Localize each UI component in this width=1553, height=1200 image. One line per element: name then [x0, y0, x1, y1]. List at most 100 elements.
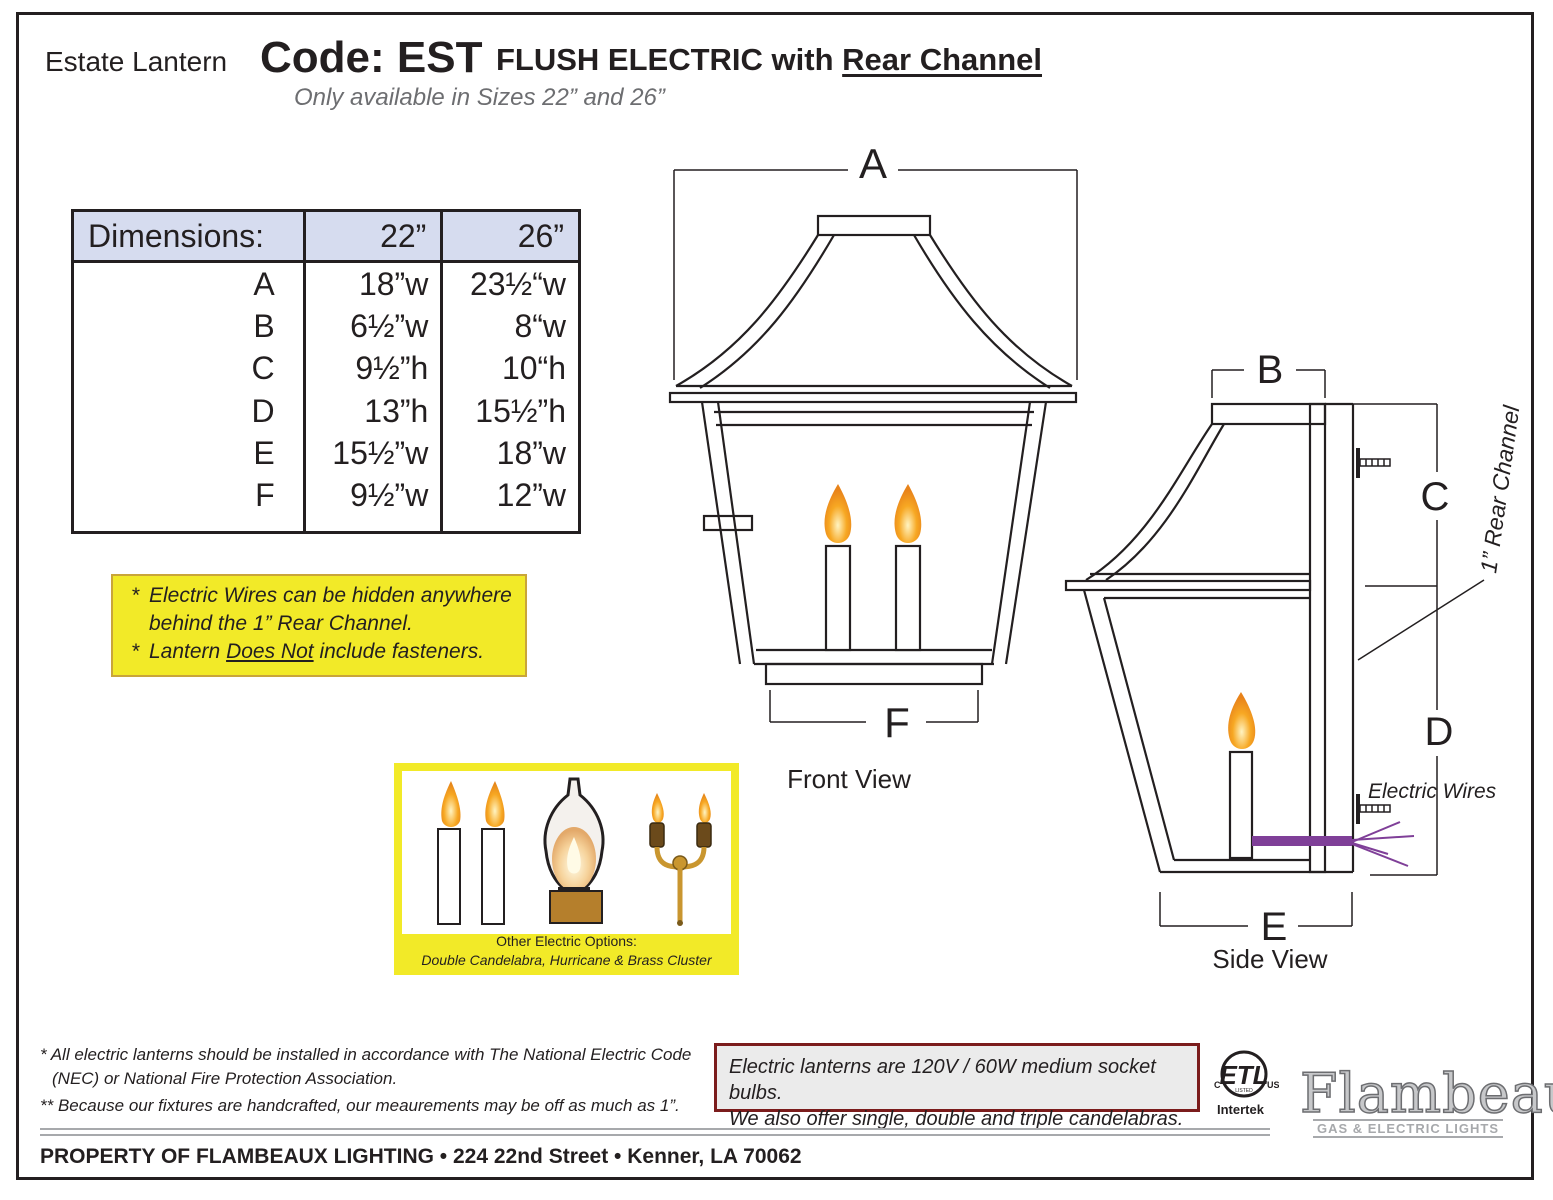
- note-text-underlined: Does Not: [226, 640, 314, 663]
- etl-c-text: C: [1214, 1080, 1221, 1090]
- dimension-a-bracket: [673, 169, 1078, 380]
- options-illustration: [437, 777, 712, 926]
- front-label-f: F: [884, 699, 910, 746]
- etl-listed-text: LISTED: [1235, 1088, 1253, 1094]
- table-row: F 9½”w 12”w: [72, 474, 580, 533]
- product-code: Code: EST: [260, 33, 483, 82]
- dimension-cd-brackets: [1353, 403, 1438, 876]
- note-line: behind the 1” Rear Channel.: [131, 610, 525, 638]
- footer-divider-2: [40, 1134, 1270, 1136]
- footer-divider: [40, 1128, 1270, 1130]
- note-text: Lantern: [149, 640, 227, 663]
- note-text: include fasteners.: [313, 640, 485, 663]
- side-label-b: B: [1257, 348, 1284, 392]
- electric-spec-line: We also offer single, double and triple …: [729, 1108, 1184, 1130]
- front-candle-right: [894, 544, 922, 652]
- side-rear-channel: [1308, 402, 1327, 874]
- channel-leader-line: [1357, 579, 1485, 661]
- footnote-nec-cont: (NEC) or National Fire Protection Associ…: [52, 1069, 398, 1088]
- screw-bottom-icon: [1356, 794, 1391, 824]
- footnote-nec: * All electric lanterns should be instal…: [40, 1045, 692, 1064]
- electric-spec-box: Electric lanterns are 120V / 60W medium …: [714, 1043, 1200, 1130]
- front-body-right-inner: [990, 401, 1032, 665]
- title-underlined: Rear Channel: [842, 42, 1042, 77]
- product-title: FLUSH ELECTRIC with Rear Channel: [496, 42, 1042, 78]
- side-roof-outer: [1085, 423, 1213, 581]
- rear-channel-label: 1” Rear Channel: [1475, 403, 1524, 575]
- front-label-a: A: [859, 140, 887, 187]
- row-size-26: 18”w: [496, 434, 566, 471]
- table-row: E 15½”w 18”w: [72, 432, 580, 475]
- footnote-handcrafted: ** Because our fixtures are handcrafted,…: [40, 1096, 680, 1115]
- options-illustration-area: [402, 771, 731, 934]
- header-size-22: 22”: [304, 210, 444, 263]
- options-caption-title: Other Electric Options:: [496, 933, 637, 949]
- etl-us-text: US: [1267, 1080, 1279, 1090]
- dimensions-table: Dimensions: 22” 26” A 18”w 23½“w B 6½”w …: [71, 209, 581, 534]
- front-view-caption: Front View: [787, 764, 911, 794]
- side-label-d: D: [1425, 710, 1454, 754]
- side-view-diagram: [1064, 369, 1485, 927]
- row-label: D: [72, 389, 306, 433]
- front-roof-left: [675, 234, 819, 387]
- side-roof-inner: [1105, 423, 1225, 581]
- side-body-front: [1082, 589, 1162, 873]
- side-view-caption: Side View: [1212, 944, 1327, 974]
- dimension-e-bracket: [1159, 892, 1353, 927]
- etl-mark-text: ETL: [1219, 1060, 1268, 1090]
- front-door-latch: [702, 514, 754, 532]
- front-body-left-inner: [716, 401, 756, 665]
- row-label: C: [72, 347, 306, 390]
- electric-options-panel: Other Electric Options: Double Candelabr…: [394, 763, 739, 975]
- row-label: A: [72, 261, 306, 306]
- table-header-row: Dimensions: 22” 26”: [72, 210, 580, 263]
- side-label-e: E: [1261, 905, 1288, 949]
- flambeaux-logo: Flambeaux: [1299, 1061, 1553, 1126]
- row-size-22: 18”w: [304, 261, 444, 306]
- row-size-26: 10“h: [501, 350, 566, 387]
- front-body-right: [1004, 401, 1048, 665]
- side-candle: [1228, 750, 1254, 860]
- row-size-26: 12”w: [496, 477, 566, 514]
- row-size-22: 15½”w: [304, 432, 444, 475]
- row-size-22: 6½”w: [304, 305, 444, 348]
- row-label: F: [72, 474, 306, 533]
- flambeaux-tagline: GAS & ELECTRIC LIGHTS: [1313, 1119, 1503, 1138]
- note-line: *Electric Wires can be hidden anywhere: [131, 582, 525, 610]
- intertek-label: Intertek: [1217, 1102, 1264, 1117]
- front-view-diagram: [668, 169, 1078, 723]
- side-top-cap: [1210, 402, 1327, 426]
- header-dimensions: Dimensions:: [72, 210, 306, 263]
- side-flame-icon: [1228, 692, 1256, 749]
- header-size-26: 26”: [441, 210, 580, 263]
- row-label: E: [72, 432, 306, 475]
- row-size-22: 13”h: [304, 389, 444, 433]
- note-bullet: *: [131, 584, 140, 607]
- row-size-22: 9½”w: [304, 474, 444, 533]
- front-roof-left-inner: [699, 234, 835, 389]
- front-roof-right: [929, 234, 1073, 387]
- side-body-front-inner: [1102, 597, 1176, 861]
- double-candelabra-icon: [437, 781, 505, 925]
- dimension-b-bracket: [1211, 369, 1326, 398]
- note-line: *Lantern Does Not include fasteners.: [131, 638, 525, 666]
- title-main: FLUSH ELECTRIC with: [496, 42, 843, 77]
- table-row: D 13”h 15½”h: [72, 389, 580, 433]
- front-base: [764, 662, 984, 686]
- row-size-26: 15½”h: [475, 392, 566, 429]
- brass-cluster-icon: [649, 793, 712, 926]
- etl-listed-mark-icon: ETL LISTED C US: [1214, 1050, 1279, 1098]
- dimension-f-bracket: [769, 690, 979, 723]
- wiring-note: *Electric Wires can be hidden anywhere b…: [111, 574, 527, 677]
- table-row: C 9½”h 10“h: [72, 347, 580, 390]
- electric-wire: [1252, 836, 1352, 846]
- row-label: B: [72, 305, 306, 348]
- availability-note: Only available in Sizes 22” and 26”: [294, 84, 665, 111]
- side-label-c: C: [1421, 475, 1450, 519]
- front-body-left: [700, 401, 742, 665]
- hurricane-icon: [543, 777, 605, 924]
- row-size-22: 9½”h: [304, 347, 444, 390]
- front-flame-right-icon: [894, 484, 922, 543]
- wire-ends-icon: [1351, 821, 1415, 867]
